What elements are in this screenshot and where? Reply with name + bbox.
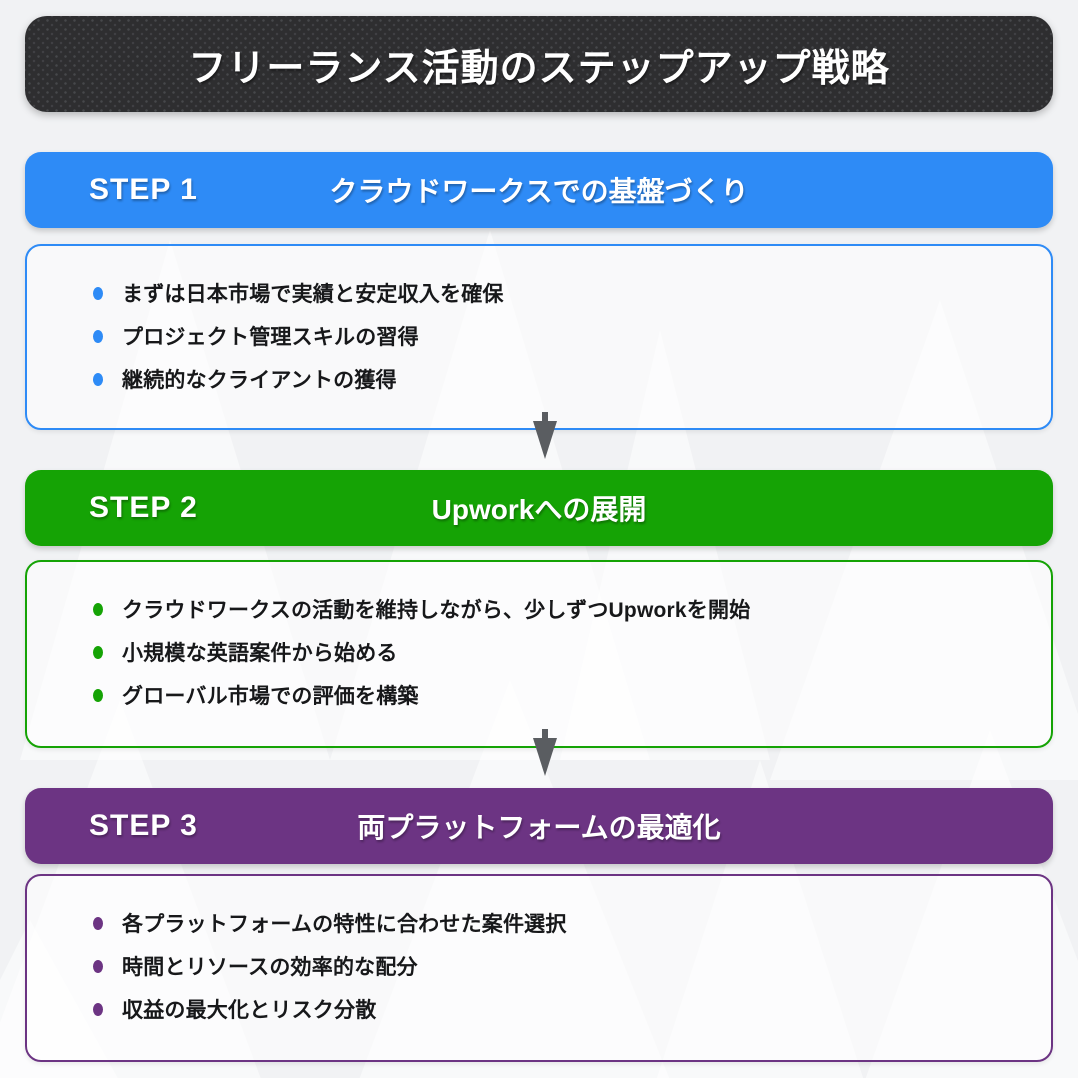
step2-item-1: クラウドワークスの活動を維持しながら、少しずつUpworkを開始 bbox=[122, 599, 751, 622]
step2-item-3: グローバル市場での評価を構築 bbox=[122, 685, 419, 708]
list-item: クラウドワークスの活動を維持しながら、少しずつUpworkを開始 bbox=[93, 596, 1051, 622]
list-item: 継続的なクライアントの獲得 bbox=[93, 366, 1051, 392]
bullet-dot-icon bbox=[93, 688, 103, 702]
list-item: グローバル市場での評価を構築 bbox=[93, 682, 1051, 708]
step1-body-card: まずは日本市場で実績と安定収入を確保 プロジェクト管理スキルの習得 継続的なクラ… bbox=[25, 244, 1053, 430]
bullet-dot-icon bbox=[93, 602, 103, 616]
page-title-bar: フリーランス活動のステップアップ戦略 bbox=[25, 16, 1053, 112]
bullet-dot-icon bbox=[93, 916, 103, 930]
step2-header: STEP 2 Upworkへの展開 bbox=[25, 470, 1053, 546]
list-item: プロジェクト管理スキルの習得 bbox=[93, 323, 1051, 349]
list-item: まずは日本市場で実績と安定収入を確保 bbox=[93, 280, 1051, 306]
step1-item-1: まずは日本市場で実績と安定収入を確保 bbox=[122, 283, 504, 306]
step3-item-1: 各プラットフォームの特性に合わせた案件選択 bbox=[122, 913, 567, 936]
step2-label: STEP 2 bbox=[89, 491, 198, 524]
step3-item-2: 時間とリソースの効率的な配分 bbox=[122, 956, 418, 979]
step2-item-2: 小規模な英語案件から始める bbox=[122, 642, 398, 665]
bullet-dot-icon bbox=[93, 286, 103, 300]
page-title: フリーランス活動のステップアップ戦略 bbox=[188, 47, 890, 90]
step1-label: STEP 1 bbox=[89, 173, 198, 206]
down-arrow-icon bbox=[533, 729, 557, 776]
bullet-dot-icon bbox=[93, 372, 103, 386]
step1-item-2: プロジェクト管理スキルの習得 bbox=[122, 326, 419, 349]
bullet-dot-icon bbox=[93, 959, 103, 973]
list-item: 時間とリソースの効率的な配分 bbox=[93, 953, 1051, 979]
bullet-dot-icon bbox=[93, 645, 103, 659]
step3-item-3: 収益の最大化とリスク分散 bbox=[122, 999, 377, 1022]
list-item: 小規模な英語案件から始める bbox=[93, 639, 1051, 665]
step1-title: クラウドワークスでの基盤づくり bbox=[329, 176, 749, 207]
down-arrow-icon bbox=[533, 412, 557, 459]
step3-header: STEP 3 両プラットフォームの最適化 bbox=[25, 788, 1053, 864]
step3-body-card: 各プラットフォームの特性に合わせた案件選択 時間とリソースの効率的な配分 収益の… bbox=[25, 874, 1053, 1062]
step1-item-3: 継続的なクライアントの獲得 bbox=[122, 369, 397, 392]
bullet-dot-icon bbox=[93, 1002, 103, 1016]
step3-title: 両プラットフォームの最適化 bbox=[357, 812, 721, 843]
step3-label: STEP 3 bbox=[89, 809, 198, 842]
list-item: 収益の最大化とリスク分散 bbox=[93, 996, 1051, 1022]
step2-body-card: クラウドワークスの活動を維持しながら、少しずつUpworkを開始 小規模な英語案… bbox=[25, 560, 1053, 748]
step1-header: STEP 1 クラウドワークスでの基盤づくり bbox=[25, 152, 1053, 228]
bullet-dot-icon bbox=[93, 329, 103, 343]
list-item: 各プラットフォームの特性に合わせた案件選択 bbox=[93, 910, 1051, 936]
step2-title: Upworkへの展開 bbox=[431, 494, 647, 525]
